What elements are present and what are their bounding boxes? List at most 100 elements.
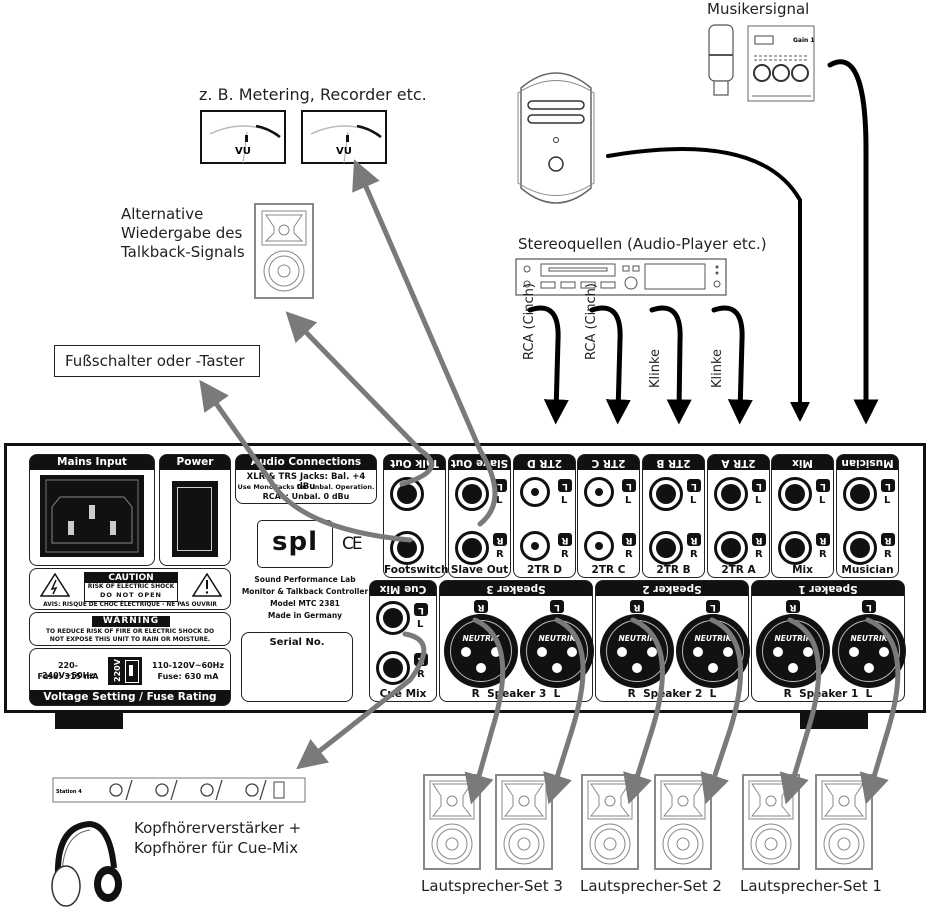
cue-mix-jack-l[interactable] xyxy=(376,601,410,635)
headphone-amp-icon: Station 4 xyxy=(52,777,306,803)
neutrik-brand: NEUTRIK xyxy=(694,634,732,643)
trs-jack-l[interactable] xyxy=(390,477,424,511)
caution-line1: RISK OF ELECTRIC SHOCK xyxy=(87,583,175,590)
voltage-footer: Voltage Setting / Fuse Rating xyxy=(30,690,230,705)
musiker-label: Musikersignal xyxy=(707,0,810,18)
xlr-tag: L xyxy=(706,600,720,613)
voltage-section: 220-240V~50Hz Fuse: 315 mA 220V 110-120V… xyxy=(29,648,231,706)
input-module-label: 2TR B xyxy=(656,564,691,576)
headphones-icon xyxy=(51,820,122,907)
input-module-label: 2TR A xyxy=(721,564,756,576)
device-foot-right xyxy=(800,713,868,729)
cable-label-klinke-2: Klinke xyxy=(710,348,725,388)
xlr-output-r[interactable]: NEUTRIK xyxy=(756,614,830,688)
xlr-output-l[interactable]: NEUTRIK xyxy=(676,614,750,688)
trs-jack-l[interactable] xyxy=(455,477,489,511)
input-module-label: 2TR D xyxy=(527,564,562,576)
power-switch[interactable] xyxy=(172,481,218,557)
loudspeaker-icon xyxy=(742,774,800,870)
audio-player-icon xyxy=(515,258,727,296)
mains-input-title: Mains Input xyxy=(30,455,154,470)
power-section: Power xyxy=(159,454,231,566)
ce-mark: CE xyxy=(342,534,363,554)
caution-title: CAUTION xyxy=(85,573,177,583)
speaker-label: R Speaker 3 L xyxy=(471,688,561,700)
speaker-set-2-label: Lautsprecher-Set 2 xyxy=(580,877,722,895)
info-line2: Monitor & Talkback Controller xyxy=(241,587,369,596)
xlr-tag: L xyxy=(862,600,876,613)
channel-tag: L xyxy=(881,479,895,492)
speaker-header: Speaker 1 xyxy=(752,581,904,596)
speaker-set-3-label: Lautsprecher-Set 3 xyxy=(421,877,563,895)
rca-jack-l[interactable] xyxy=(584,477,614,507)
trs-jack-r[interactable] xyxy=(714,531,748,565)
channel-tag: R xyxy=(493,533,507,546)
cue-mix-section: Cue Mix L L R R Cue Mix xyxy=(369,580,437,702)
audio-conn-line2: Use Mono Jacks for Unbal. Operation. xyxy=(237,483,375,491)
loudspeaker-icon xyxy=(581,774,639,870)
rca-jack-l[interactable] xyxy=(520,477,550,507)
trs-jack-l[interactable] xyxy=(843,477,877,511)
warning-line2: NOT EXPOSE THIS UNIT TO RAIN OR MOISTURE… xyxy=(49,636,211,643)
cue-mix-label: Cue Mix xyxy=(379,688,427,700)
xlr-tag: R xyxy=(786,600,800,613)
caution-avis: AVIS: RISQUE DE CHOC ÉLECTRIQUE - NE PAS… xyxy=(43,602,217,608)
warning-section: WARNING TO REDUCE RISK OF FIRE OR ELECTR… xyxy=(29,612,231,646)
lightning-warning-icon xyxy=(40,573,70,597)
cable-label-rca-2: RCA (Cinch) xyxy=(584,283,599,360)
input-module-header: Mix xyxy=(772,455,833,470)
vu-label: VU xyxy=(235,146,251,157)
trs-jack-r[interactable] xyxy=(649,531,683,565)
rca-jack-r[interactable] xyxy=(584,531,614,561)
channel-label: L xyxy=(561,495,568,506)
power-title: Power xyxy=(160,455,230,470)
trs-jack-l[interactable] xyxy=(649,477,683,511)
input-module-header: Talk Out xyxy=(384,455,445,470)
device-foot-left xyxy=(55,713,123,729)
channel-label: L xyxy=(755,495,762,506)
speaker-header: Speaker 3 xyxy=(440,581,592,596)
microphone-and-preamp: Gain 1 xyxy=(708,24,815,102)
xlr-output-r[interactable]: NEUTRIK xyxy=(444,614,518,688)
loudspeaker-icon xyxy=(495,774,553,870)
channel-label: R xyxy=(561,549,569,560)
rca-jack-r[interactable] xyxy=(520,531,550,561)
iec-socket-icon[interactable] xyxy=(40,475,144,557)
cable-musician xyxy=(827,59,879,425)
trs-jack-l[interactable] xyxy=(714,477,748,511)
channel-tag: L xyxy=(687,479,701,492)
voltage-selector[interactable]: 220V xyxy=(108,657,142,685)
trs-jack-r[interactable] xyxy=(843,531,877,565)
computer-icon xyxy=(517,72,595,204)
channel-tag: L xyxy=(752,479,766,492)
spl-logo: spl xyxy=(257,520,333,568)
channel-label: L xyxy=(819,495,826,506)
trs-jack-r[interactable] xyxy=(390,531,424,565)
cue-mix-jack-r[interactable] xyxy=(376,651,410,685)
xlr-tag: R xyxy=(630,600,644,613)
channel-label: R xyxy=(690,549,698,560)
input-module-label: Footswitch xyxy=(384,564,449,576)
stereo-sources-label: Stereoquellen (Audio-Player etc.) xyxy=(518,235,767,253)
trs-jack-r[interactable] xyxy=(455,531,489,565)
loudspeaker-icon xyxy=(423,774,481,870)
trs-jack-r[interactable] xyxy=(778,531,812,565)
channel-tag: L xyxy=(493,479,507,492)
warning-title: WARNING xyxy=(92,616,170,627)
xlr-output-l[interactable]: NEUTRIK xyxy=(832,614,906,688)
xlr-output-r[interactable]: NEUTRIK xyxy=(600,614,674,688)
channel-label: L xyxy=(625,495,632,506)
audio-connections-section: Audio Connections XLR & TRS Jacks: Bal. … xyxy=(235,454,377,504)
neutrik-brand: NEUTRIK xyxy=(618,634,656,643)
svg-text:Station 4: Station 4 xyxy=(56,789,82,795)
xlr-output-l[interactable]: NEUTRIK xyxy=(520,614,594,688)
channel-tag: R xyxy=(752,533,766,546)
channel-label: R xyxy=(755,549,763,560)
trs-jack-l[interactable] xyxy=(778,477,812,511)
channel-tag: L xyxy=(622,479,636,492)
